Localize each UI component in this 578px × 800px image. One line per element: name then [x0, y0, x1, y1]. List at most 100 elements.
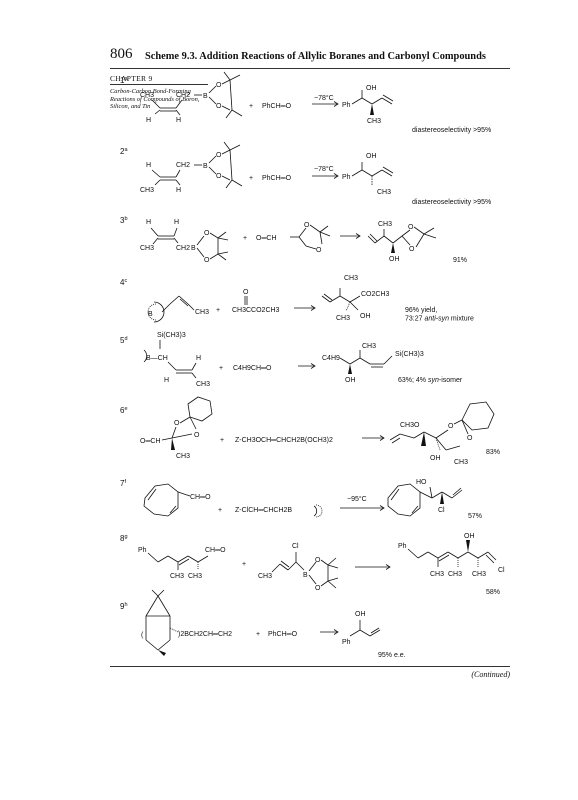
label-ch3: CH3 — [362, 343, 376, 350]
label-ch3: CH3 — [188, 573, 202, 580]
result: 96% yield, 73:27 anti-syn mixture — [405, 307, 474, 323]
label-oh: OH — [366, 153, 377, 160]
label-oxygen: O — [204, 257, 210, 264]
label-ph: Ph — [138, 547, 147, 554]
reagent: Z-ClCH═CHCH2B — [235, 507, 292, 514]
plus-sign: + — [220, 437, 224, 444]
label-oh: OH — [345, 377, 356, 384]
label-oh: OH — [464, 533, 475, 540]
label-ch2: CH2 — [176, 92, 190, 99]
label-oh: OH — [355, 611, 366, 618]
label-cl: Cl — [438, 507, 445, 514]
label-ph: Ph — [342, 102, 351, 109]
label-cl: Cl — [498, 567, 505, 574]
label-ch3: CH3 — [258, 573, 272, 580]
label-oxygen: O — [216, 173, 222, 180]
label-oxygen: O — [448, 423, 454, 430]
condition: −78°C — [314, 165, 334, 173]
reagent: O═CH — [256, 235, 277, 242]
label-oxygen: O — [467, 435, 473, 442]
continued-note: (Continued) — [471, 670, 510, 679]
plus-sign: + — [256, 631, 260, 638]
label-oxygen: O — [194, 432, 200, 439]
label-oxygen: O — [216, 152, 222, 159]
label-ch2: CH2 — [176, 162, 190, 169]
label-ph: Ph — [342, 639, 351, 646]
label-borane: )2BCH2CH═CH2 — [178, 631, 232, 638]
label-ch3: CH3 — [377, 189, 391, 196]
entry-7: 7f CH═O + Z-ClCH═CHCH2B −95°C HO Cl — [120, 479, 482, 520]
label-sich33: Si(CH3)3 — [395, 351, 424, 358]
reagent: PhCH═O — [262, 175, 292, 182]
reagent: Z-CH3OCH═CHCH2B(OCH3)2 — [235, 437, 333, 444]
condition: −95°C — [347, 495, 367, 503]
label-ch3: CH3 — [176, 453, 190, 460]
label-boron: B — [203, 163, 208, 170]
reagent: PhCH═O — [262, 103, 292, 110]
label-h: H — [196, 355, 201, 362]
label-cho: CH═O — [190, 494, 211, 501]
chapter-rule — [110, 84, 208, 85]
label-h: H — [146, 162, 151, 169]
result: diastereoselectivity >95% — [412, 127, 491, 134]
plus-sign: + — [243, 235, 247, 242]
label-oh: OH — [366, 85, 377, 92]
label-ch3o: CH3O — [400, 422, 420, 429]
label-h: H — [174, 219, 179, 226]
entry-4: 4c B CH3 + O CH3CCO2CH3 CH3 CO2C — [120, 275, 474, 323]
label-ch3: CH3 — [140, 187, 154, 194]
label-oh: OH — [360, 313, 371, 320]
plus-sign: + — [216, 307, 220, 314]
entry-number: 4c — [120, 278, 127, 287]
result: diastereoselectivity >95% — [412, 199, 491, 206]
label-bch: B—CH — [146, 355, 168, 362]
footer-rule — [110, 666, 510, 667]
label-ch3: CH3 — [344, 275, 358, 282]
entry-number: 5d — [120, 336, 128, 345]
entry-5: 5d Si(CH3)3 B—CH H H CH3 + C4H9CH═O C4H9… — [120, 332, 463, 388]
entry-number: 6e — [120, 406, 128, 415]
label-ph: Ph — [398, 543, 407, 550]
label-c4h9: C4H9 — [322, 355, 340, 362]
label-ch3: CH3 — [140, 245, 154, 252]
entry-number: 9h — [120, 602, 128, 611]
label-h: H — [176, 187, 181, 194]
result: 57% — [468, 513, 482, 520]
label-oxygen: O — [304, 222, 310, 229]
label-oxygen: O — [216, 103, 222, 110]
entry-1: 1a CH3 CH2 B H H O O + PhCH═O — [120, 71, 491, 134]
label-oxygen: O — [204, 230, 210, 237]
reagent: PhCH═O — [268, 631, 298, 638]
label-oh: OH — [430, 455, 441, 462]
label-oxygen: O — [174, 420, 180, 427]
label-h: H — [164, 377, 169, 384]
reagent: CH3CCO2CH3 — [232, 307, 280, 314]
label-ch3: CH3 — [378, 221, 392, 228]
chapter-subtitle: Carbon-Carbon Bond-Forming Reactions of … — [110, 88, 200, 111]
label-ch2: CH2 — [176, 245, 190, 252]
label-sich33: Si(CH3)3 — [157, 332, 186, 339]
label-ch3: CH3 — [195, 309, 209, 316]
label-ch3: CH3 — [336, 315, 350, 322]
label-ch3: CH3 — [448, 571, 462, 578]
label-cho: CH═O — [205, 547, 226, 554]
plus-sign: + — [218, 507, 222, 514]
label-boron: B — [203, 93, 208, 100]
label-boron: B — [148, 311, 153, 318]
label-h: H — [146, 117, 151, 124]
label-oxygen: O — [316, 247, 322, 254]
reagent: C4H9CH═O — [233, 365, 272, 372]
label-oxygen: O — [409, 246, 415, 253]
label-h: H — [176, 117, 181, 124]
label-co2ch3: CO2CH3 — [361, 291, 390, 298]
label-boron: B — [191, 245, 196, 252]
result: 95% e.e. — [378, 652, 406, 659]
label-ch3: CH3 — [170, 573, 184, 580]
label-oxygen: O — [315, 557, 321, 564]
page-number: 806 — [110, 46, 133, 62]
label-ch3: CH3 — [472, 571, 486, 578]
label-oxygen: O — [216, 82, 222, 89]
entry-2: 2a H CH2 B CH3 H O O + PhCH═O — [120, 141, 491, 206]
label-boron: B — [303, 572, 308, 579]
